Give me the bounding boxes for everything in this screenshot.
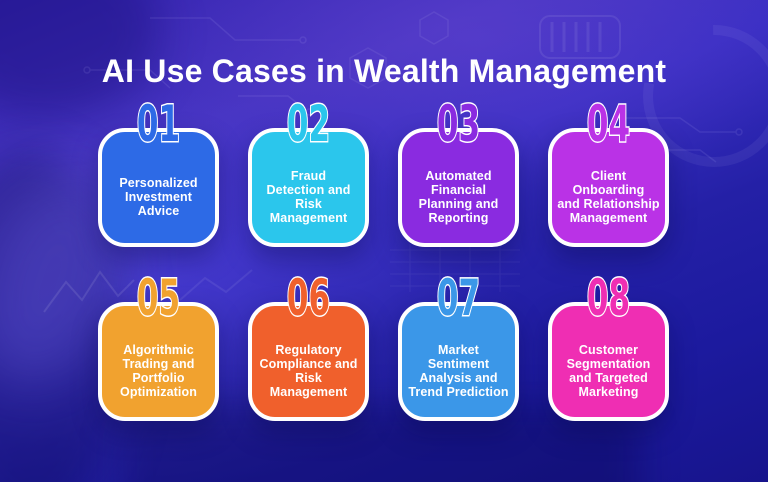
use-case-card-07: 07 Market Sentiment Analysis and Trend P… <box>398 272 519 421</box>
card-number-badge: 07 <box>436 269 481 327</box>
use-case-grid: 01 Personalized Investment Advice 02 Fra… <box>98 98 669 421</box>
card-label: Algorithmic Trading and Portfolio Optimi… <box>120 342 197 399</box>
use-case-card-08: 08 Customer Segmentation and Targeted Ma… <box>548 272 669 421</box>
card-number-badge: 05 <box>136 269 181 327</box>
card-number-badge: 01 <box>136 95 181 153</box>
card-label: Customer Segmentation and Targeted Marke… <box>566 342 651 399</box>
card-number-badge: 06 <box>286 269 331 327</box>
use-case-card-03: 03 Automated Financial Planning and Repo… <box>398 98 519 247</box>
card-label: Regulatory Compliance and Risk Managemen… <box>259 342 358 399</box>
card-label: Client Onboarding and Relationship Manag… <box>557 168 660 225</box>
bar-chart-glyph-icon <box>539 15 621 59</box>
card-number-badge: 04 <box>586 95 631 153</box>
card-label: Personalized Investment Advice <box>119 175 198 218</box>
card-number-badge: 02 <box>286 95 331 153</box>
card-label: Market Sentiment Analysis and Trend Pred… <box>408 342 509 399</box>
card-number-badge: 03 <box>436 95 481 153</box>
use-case-card-04: 04 Client Onboarding and Relationship Ma… <box>548 98 669 247</box>
card-label: Fraud Detection and Risk Management <box>266 168 351 225</box>
use-case-card-01: 01 Personalized Investment Advice <box>98 98 219 247</box>
use-case-card-02: 02 Fraud Detection and Risk Management <box>248 98 369 247</box>
use-case-card-05: 05 Algorithmic Trading and Portfolio Opt… <box>98 272 219 421</box>
use-case-card-06: 06 Regulatory Compliance and Risk Manage… <box>248 272 369 421</box>
card-label: Automated Financial Planning and Reporti… <box>418 168 499 225</box>
card-number-badge: 08 <box>586 269 631 327</box>
page-title: AI Use Cases in Wealth Management <box>101 53 667 90</box>
